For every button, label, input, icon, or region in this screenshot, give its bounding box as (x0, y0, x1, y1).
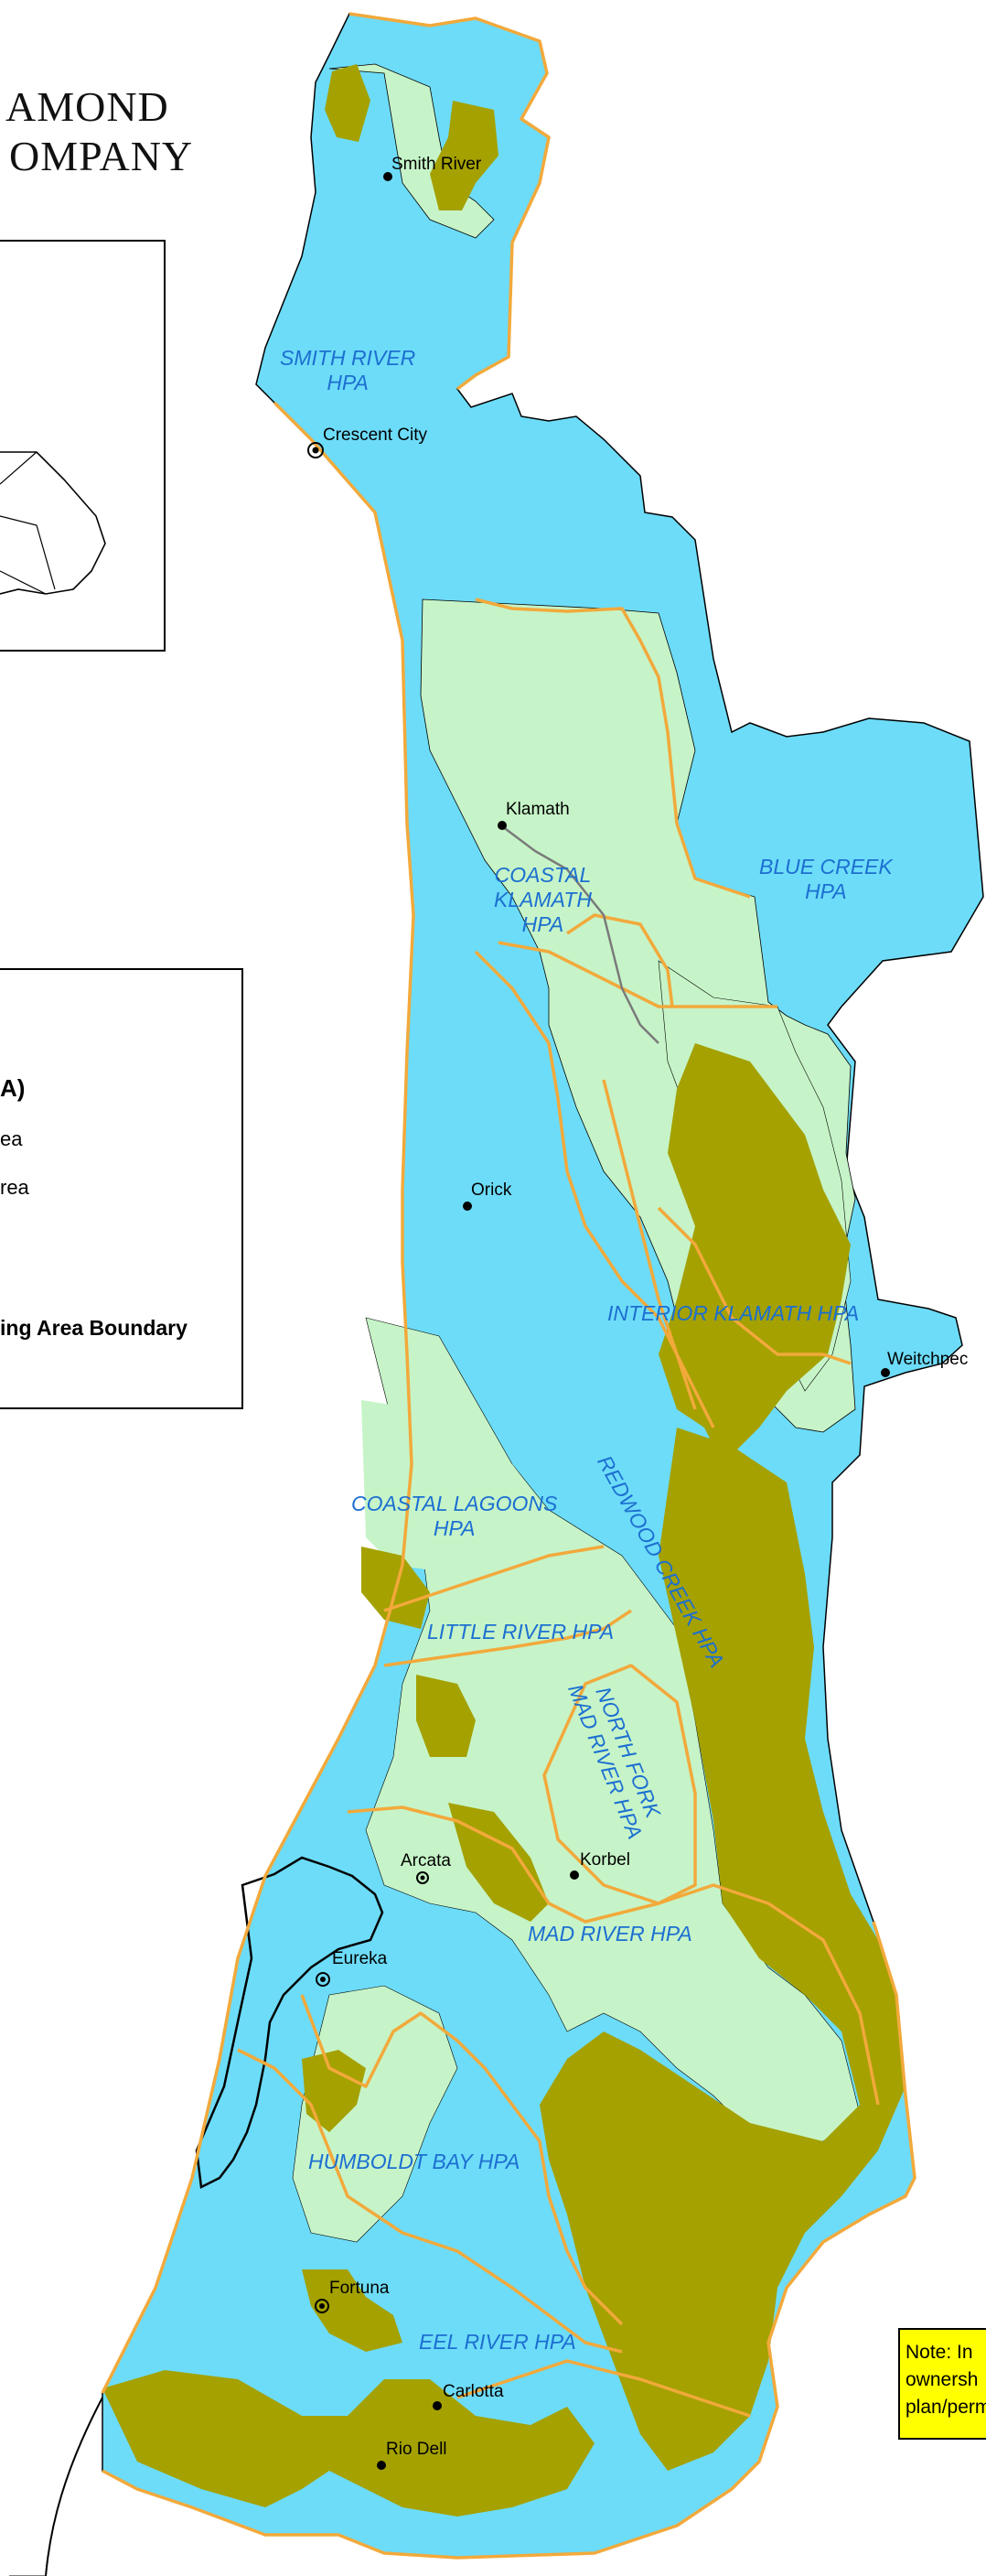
place-label-eureka: Eureka (332, 1949, 388, 1968)
ownership-north (325, 64, 370, 142)
light-green-lagoons (361, 1400, 567, 1574)
hpa-label-humboldt-bay: HUMBOLDT BAY HPA (308, 2150, 520, 2174)
hpa-label-coastal-klamath: COASTAL KLAMATH HPA (494, 863, 592, 937)
hpa-label-line: SMITH RIVER (280, 346, 416, 370)
hpa-label-interior-klamath: INTERIOR KLAMATH HPA (607, 1301, 859, 1326)
klamath-river (498, 823, 659, 1044)
hpa-label-line: HPA (327, 371, 369, 394)
company-title: AMOND OMPANY (0, 82, 193, 181)
place-label-carlotta: Carlotta (443, 2382, 504, 2401)
coastline (45, 2397, 103, 2576)
legend-box (0, 968, 243, 1409)
note-box: Note: In ownersh plan/perm (898, 2328, 986, 2440)
inset-locator-map (0, 240, 166, 652)
hpa-label-mad-river: MAD RIVER HPA (528, 1922, 692, 1946)
hpa-label-line: COASTAL (494, 863, 592, 887)
hpa-label-blue-creek: BLUE CREEK HPA (759, 855, 893, 904)
ownership-southeast (540, 1428, 906, 2471)
hpa-label-line: BLUE CREEK (759, 855, 893, 878)
place-label-fortuna: Fortuna (329, 2279, 390, 2298)
ownership-south-coast (102, 2370, 595, 2517)
hpa-label-coastal-lagoons: COASTAL LAGOONS HPA (351, 1492, 557, 1541)
hpa-label-line: INTERIOR KLAMATH HPA (607, 1301, 860, 1325)
hpa-label-little-river: LITTLE RIVER HPA (427, 1620, 614, 1644)
legend-heading: A) (0, 1074, 26, 1102)
company-title-line-2: OMPANY (9, 133, 194, 179)
place-label-orick: Orick (471, 1180, 512, 1200)
place-label-rio-dell: Rio Dell (386, 2440, 447, 2459)
hpa-label-line: EEL RIVER HPA (419, 2330, 576, 2354)
hpa-label-line: COASTAL LAGOONS (351, 1492, 558, 1515)
hpa-label-line: HPA (521, 912, 564, 936)
hpa-label-line: KLAMATH (494, 888, 592, 911)
humboldt-bay-outline (195, 1856, 384, 2189)
hpa-boundaries (101, 12, 916, 2560)
ownership-north-2 (430, 101, 498, 210)
legend-item-2: rea (0, 1176, 29, 1199)
note-line-2: ownersh (906, 2369, 979, 2390)
ownership-east (659, 1043, 851, 1464)
light-green-bay (292, 1985, 458, 2243)
hpa-label-line: HPA (433, 1516, 476, 1540)
ownership-little-river (416, 1675, 476, 1757)
hpa-label-line: LITTLE RIVER HPA (427, 1620, 615, 1644)
inset-map-lines (0, 451, 106, 595)
company-title-line-1: AMOND (5, 83, 169, 130)
ownership-mad-river (448, 1803, 549, 1922)
town-markers (307, 172, 890, 2470)
ownership-humboldt (302, 2050, 366, 2132)
legend-item-1: ea (0, 1127, 23, 1150)
place-label-klamath: Klamath (506, 800, 570, 819)
place-label-crescent-city: Crescent City (323, 426, 428, 445)
hpa-label-smith-river: SMITH RIVER HPA (280, 346, 415, 395)
hpa-label-line: HUMBOLDT BAY HPA (308, 2150, 520, 2173)
hpa-label-line: HPA (805, 879, 847, 903)
note-line-1: Note: In (906, 2342, 973, 2363)
place-label-korbel: Korbel (580, 1850, 630, 1870)
place-label-arcata: Arcata (401, 1851, 451, 1870)
legend-item-boundary: ing Area Boundary (0, 1316, 188, 1340)
hpa-label-eel-river: EEL RIVER HPA (419, 2330, 576, 2355)
ownership-fortuna (302, 2269, 402, 2352)
place-label-smith-river: Smith River (391, 155, 482, 174)
note-line-3: plan/perm (906, 2397, 986, 2418)
hpa-label-line: MAD RIVER HPA (528, 1922, 692, 1945)
place-label-weitchpec: Weitchpec (887, 1350, 969, 1369)
